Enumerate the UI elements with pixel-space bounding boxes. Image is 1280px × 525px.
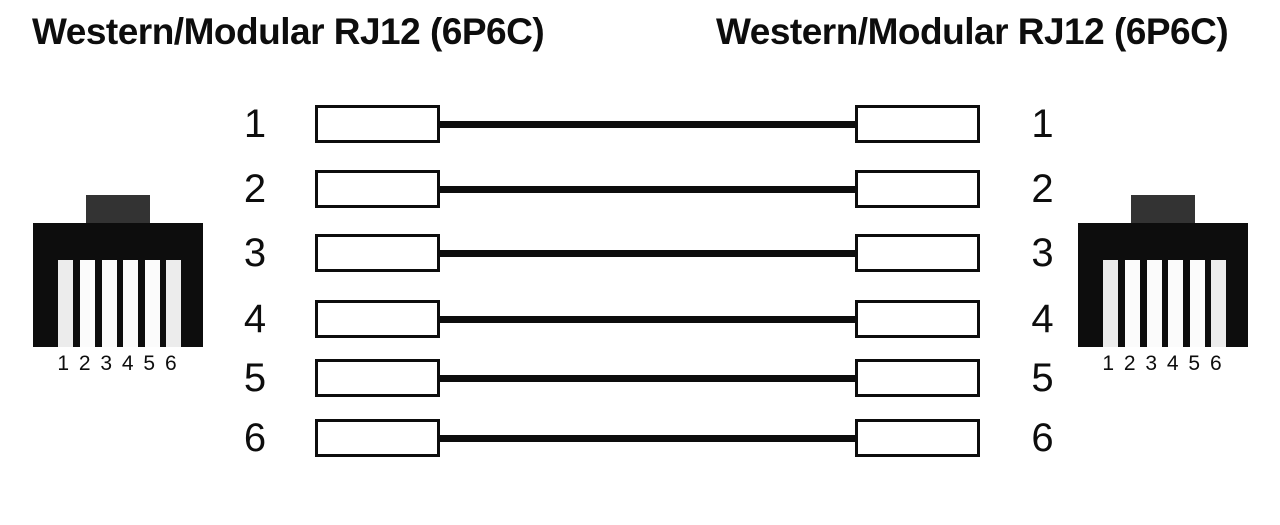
- rj12-connector-right: 1 2 3 4 5 6: [1078, 195, 1248, 375]
- right-pin-number: 3: [1031, 231, 1054, 275]
- left-pin-box: [315, 170, 440, 208]
- connector-pin-slot-4: [1168, 260, 1183, 347]
- right-pin-box: [855, 170, 980, 208]
- wire: [438, 375, 857, 382]
- left-pin-box: [315, 300, 440, 338]
- wire-row-3: 3 3: [0, 231, 1280, 275]
- right-pin-number: 2: [1031, 167, 1054, 211]
- connector-pin-slot-1: [1103, 260, 1118, 347]
- connector-latch-tab: [86, 195, 150, 223]
- connector-pin-labels: 1 2 3 4 5 6: [1102, 352, 1224, 375]
- wire-row-4: 4 4: [0, 297, 1280, 341]
- connector-latch-tab: [1131, 195, 1195, 223]
- connector-pin-slot-5: [145, 260, 160, 347]
- left-pin-number: 6: [243, 416, 267, 460]
- right-pin-box: [855, 234, 980, 272]
- left-pin-box: [315, 419, 440, 457]
- right-pin-number: 1: [1031, 102, 1054, 146]
- right-pin-number: 6: [1031, 416, 1054, 460]
- right-pin-box: [855, 300, 980, 338]
- wire-row-6: 6 6: [0, 416, 1280, 460]
- left-pin-number: 3: [243, 231, 267, 275]
- right-connector-title: Western/Modular RJ12 (6P6C): [716, 11, 1229, 52]
- connector-pin-labels: 1 2 3 4 5 6: [57, 352, 179, 375]
- left-pin-box: [315, 359, 440, 397]
- connector-body: [33, 223, 203, 347]
- connector-pin-slot-6: [1211, 260, 1226, 347]
- right-pin-box: [855, 419, 980, 457]
- connector-pin-slot-5: [1190, 260, 1205, 347]
- left-pin-box: [315, 105, 440, 143]
- right-pin-box: [855, 105, 980, 143]
- connector-pin-slot-2: [80, 260, 95, 347]
- left-connector-title: Western/Modular RJ12 (6P6C): [32, 11, 545, 52]
- right-pin-box: [855, 359, 980, 397]
- left-pin-box: [315, 234, 440, 272]
- left-pin-number: 4: [243, 297, 267, 341]
- connector-pin-slot-1: [58, 260, 73, 347]
- right-pin-number: 4: [1031, 297, 1054, 341]
- rj12-connector-left: 1 2 3 4 5 6: [33, 195, 203, 375]
- wire: [438, 186, 857, 193]
- connector-pin-slot-4: [123, 260, 138, 347]
- wire: [438, 121, 857, 128]
- left-pin-number: 5: [243, 356, 267, 400]
- connector-pin-slot-2: [1125, 260, 1140, 347]
- connector-pin-slot-3: [102, 260, 117, 347]
- left-pin-number: 2: [243, 167, 267, 211]
- connector-pin-slot-6: [166, 260, 181, 347]
- connector-pin-slot-3: [1147, 260, 1162, 347]
- wire: [438, 316, 857, 323]
- left-pin-number: 1: [243, 102, 267, 146]
- wire-row-2: 2 2: [0, 167, 1280, 211]
- right-pin-number: 5: [1031, 356, 1054, 400]
- wire-row-1: 1 1: [0, 102, 1280, 146]
- connector-body: [1078, 223, 1248, 347]
- wire: [438, 250, 857, 257]
- wire: [438, 435, 857, 442]
- wire-row-5: 5 5: [0, 356, 1280, 400]
